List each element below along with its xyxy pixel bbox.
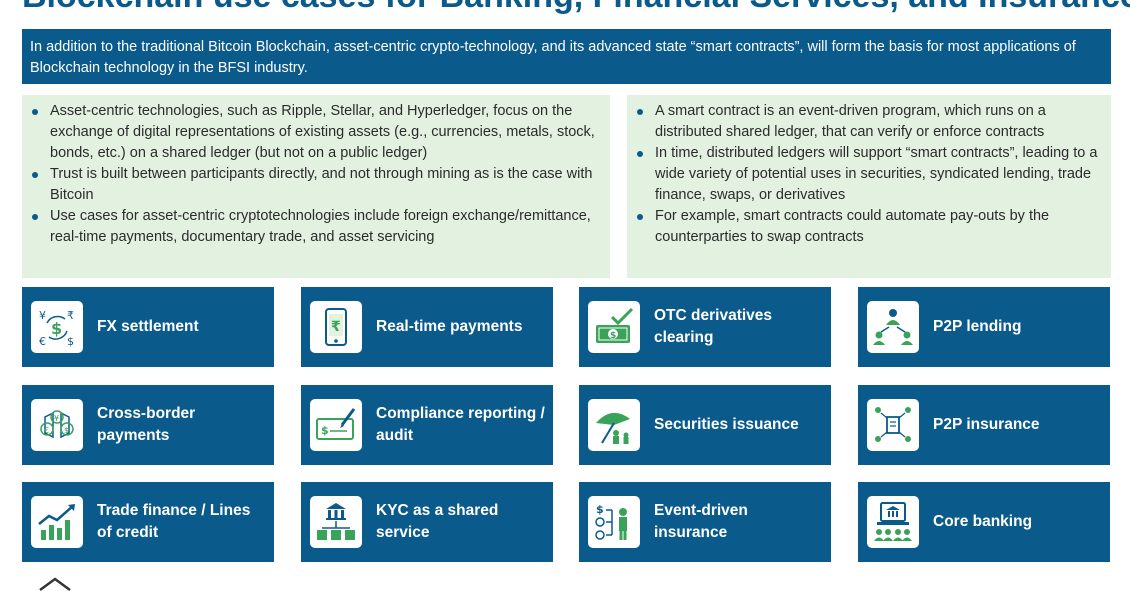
svg-text:¥: ¥ xyxy=(54,414,59,423)
svg-text:$: $ xyxy=(596,503,604,516)
people-network-icon xyxy=(867,301,919,353)
tile-label: Securities issuance xyxy=(654,416,799,433)
event-flow-icon: $ xyxy=(588,496,640,548)
tile-label: P2P lending xyxy=(933,318,1022,335)
tile-event-driven-insurance[interactable]: $ Event-driven insurance xyxy=(579,482,831,562)
asset-centric-panel: Asset-centric technologies, such as Ripp… xyxy=(22,95,610,278)
tile-real-time-payments[interactable]: ₹ Real-time payments xyxy=(301,287,553,367)
bullet-item: Asset-centric technologies, such as Ripp… xyxy=(28,101,600,164)
tile-securities-issuance[interactable]: Securities issuance xyxy=(579,385,831,465)
cash-check-icon: $ xyxy=(588,301,640,353)
page-title: Blockchain use cases for Banking, Financ… xyxy=(22,0,1130,18)
svg-text:$: $ xyxy=(51,319,62,338)
tile-kyc-as-a-shared-service[interactable]: KYC as a shared service xyxy=(301,482,553,562)
svg-text:$: $ xyxy=(610,331,616,341)
bullet-item: For example, smart contracts could autom… xyxy=(633,206,1101,248)
currency-exchange-icon: ¥ € $ xyxy=(31,399,83,451)
svg-text:₹: ₹ xyxy=(331,319,341,335)
tile-label: Core banking xyxy=(933,513,1033,530)
tile-label: Trade finance / Lines of credit xyxy=(97,502,251,541)
growth-chart-icon xyxy=(31,496,83,548)
fx-currency-icon: ¥ ₹ € $ $ xyxy=(31,301,83,353)
intro-banner: In addition to the traditional Bitcoin B… xyxy=(22,29,1111,84)
bank-laptop-icon xyxy=(867,496,919,548)
tile-trade-finance-lines-of-credit[interactable]: Trade finance / Lines of credit xyxy=(22,482,274,562)
tile-label: Real-time payments xyxy=(376,318,523,335)
tile-otc-derivatives-clearing[interactable]: $ OTC derivatives clearing xyxy=(579,287,831,367)
tile-label: OTC derivatives clearing xyxy=(654,307,773,346)
mobile-payment-icon: ₹ xyxy=(310,301,362,353)
cheque-signing-icon: $ xyxy=(310,399,362,451)
tile-p2p-insurance[interactable]: P2P insurance xyxy=(858,385,1110,465)
umbrella-protection-icon xyxy=(588,399,640,451)
bank-network-icon xyxy=(310,496,362,548)
svg-text:₹: ₹ xyxy=(67,309,74,322)
svg-text:$: $ xyxy=(321,424,329,437)
svg-text:€: € xyxy=(44,426,49,435)
tile-label: Compliance reporting / audit xyxy=(376,405,545,444)
tile-p2p-lending[interactable]: P2P lending xyxy=(858,287,1110,367)
bullet-item: Trust is built between participants dire… xyxy=(28,164,600,206)
bullet-item: A smart contract is an event-driven prog… xyxy=(633,101,1101,143)
bullet-item: In time, distributed ledgers will suppor… xyxy=(633,143,1101,206)
tile-fx-settlement[interactable]: ¥ ₹ € $ $ FX settlement xyxy=(22,287,274,367)
svg-text:¥: ¥ xyxy=(39,309,46,322)
tile-label: Event-driven insurance xyxy=(654,502,748,541)
logo-chevron-icon xyxy=(39,577,71,591)
tile-label: P2P insurance xyxy=(933,416,1040,433)
document-network-icon xyxy=(867,399,919,451)
smart-contracts-panel: A smart contract is an event-driven prog… xyxy=(627,95,1111,278)
tile-label: KYC as a shared service xyxy=(376,502,499,541)
tile-label: Cross-border payments xyxy=(97,405,196,444)
tile-compliance-reporting-audit[interactable]: $ Compliance reporting / audit xyxy=(301,385,553,465)
svg-text:$: $ xyxy=(67,335,74,348)
tile-label: FX settlement xyxy=(97,318,199,335)
bullet-item: Use cases for asset-centric cryptotechno… xyxy=(28,206,600,248)
tile-cross-border-payments[interactable]: ¥ € $ Cross-border payments xyxy=(22,385,274,465)
tile-core-banking[interactable]: Core banking xyxy=(858,482,1110,562)
svg-text:€: € xyxy=(39,335,46,348)
svg-text:$: $ xyxy=(64,426,69,435)
